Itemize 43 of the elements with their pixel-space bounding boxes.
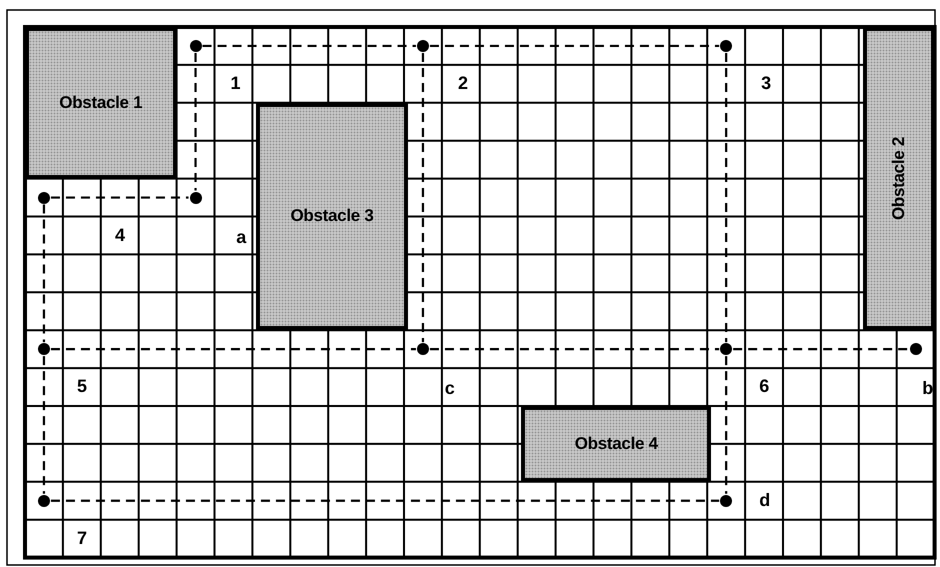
dashed-path-line	[42, 356, 46, 494]
path-waypoint-dot	[38, 343, 50, 356]
cell-label: b	[922, 379, 934, 398]
dashed-path-line	[202, 44, 416, 48]
dashed-path-line	[733, 348, 909, 350]
dashed-path-line	[194, 52, 197, 191]
cell-label: c	[444, 379, 455, 398]
path-waypoint-dot	[720, 40, 732, 52]
path-waypoint-dot	[38, 494, 50, 507]
cell-label: d	[759, 491, 770, 510]
path-waypoint-dot	[416, 40, 429, 52]
dashed-path-line	[430, 348, 720, 350]
path-waypoint-dot	[190, 192, 202, 204]
path-waypoint-dot	[416, 343, 429, 356]
obstacle-label: Obstacle 1	[59, 92, 142, 113]
path-waypoint-dot	[910, 343, 922, 356]
cell-label: 3	[761, 74, 772, 92]
dashed-path-line	[42, 204, 46, 342]
dashed-path-line	[50, 348, 416, 350]
dashed-path-line	[430, 44, 720, 48]
cell-label: 6	[759, 377, 770, 396]
obstacle-label: Obstacle 2	[888, 137, 909, 220]
cell-label: a	[236, 228, 246, 246]
cell-label: 1	[230, 74, 241, 92]
cell-label: 5	[77, 377, 88, 396]
cell-label: 2	[458, 74, 468, 92]
path-waypoint-dot	[190, 40, 202, 52]
dashed-path-line	[725, 356, 728, 494]
cell-label: 4	[114, 226, 125, 244]
obstacle-box	[25, 27, 177, 179]
cell-label: 7	[77, 529, 88, 548]
path-waypoint-dot	[720, 494, 732, 507]
dashed-path-line	[725, 52, 728, 342]
obstacle-box	[256, 102, 408, 330]
dashed-path-line	[50, 500, 720, 502]
obstacle-label: Obstacle 4	[574, 434, 658, 454]
obstacle-label: Obstacle 3	[290, 206, 374, 226]
obstacle-box	[521, 406, 711, 482]
dashed-path-line	[50, 196, 189, 199]
path-waypoint-dot	[720, 343, 732, 356]
path-waypoint-dot	[38, 192, 50, 204]
dashed-path-line	[422, 52, 424, 342]
obstacle-box	[862, 27, 935, 330]
